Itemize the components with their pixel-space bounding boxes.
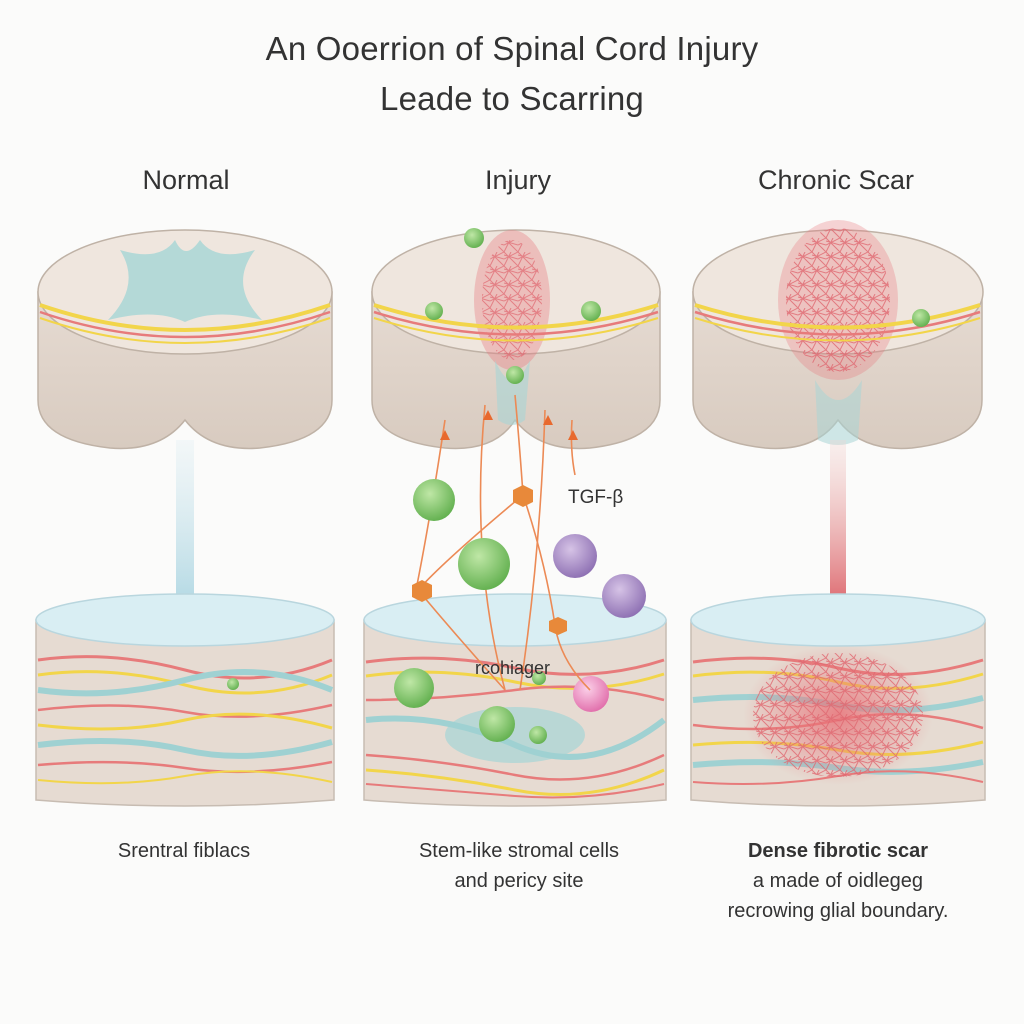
green-cell-icon bbox=[529, 726, 547, 744]
green-cell-icon bbox=[413, 479, 455, 521]
caption-scar-line-3: recrowing glial boundary. bbox=[727, 900, 949, 922]
green-cell-icon bbox=[581, 301, 601, 321]
diagram-title-line-2: Leade to Scarring bbox=[380, 80, 644, 117]
diagram-title-line-1: An Ooerrion of Spinal Cord Injury bbox=[265, 30, 759, 67]
panel-label-injury: Injury bbox=[484, 165, 552, 195]
chronic-scar-cord-section bbox=[692, 220, 984, 450]
purple-cell-icon bbox=[553, 534, 597, 578]
scar-beam bbox=[830, 440, 846, 615]
tgf-beta-label: TGF-β bbox=[568, 487, 624, 508]
injury-cord-section bbox=[371, 228, 661, 450]
panel-label-normal: Normal bbox=[142, 165, 230, 195]
pericyte-icon bbox=[513, 485, 533, 507]
caption-injury-line-2: and pericy site bbox=[454, 870, 584, 892]
green-cell-icon bbox=[912, 309, 930, 327]
caption-chronic-scar: Dense fibrotic scar a made of oidlegeg r… bbox=[678, 836, 998, 926]
normal-beam bbox=[176, 440, 194, 610]
caption-normal-line-1: Srentral fiblacs bbox=[117, 840, 251, 862]
pericyte-icon bbox=[412, 580, 432, 602]
green-cell-icon bbox=[479, 706, 515, 742]
pericyte-icon bbox=[549, 617, 567, 635]
caption-injury-line-1: Stem-like stromal cells bbox=[418, 840, 620, 862]
caption-scar-line-1: Dense fibrotic scar bbox=[747, 840, 929, 862]
normal-tissue-slab bbox=[35, 593, 335, 807]
caption-normal: Srentral fiblacs bbox=[24, 836, 344, 866]
green-cell-icon bbox=[227, 678, 239, 690]
green-cell-icon bbox=[532, 671, 546, 685]
panel-label-chronic-scar: Chronic Scar bbox=[757, 165, 915, 195]
caption-injury: Stem-like stromal cells and pericy site bbox=[359, 836, 679, 896]
caption-scar-line-2: a made of oidlegeg bbox=[752, 870, 924, 892]
purple-cell-icon bbox=[602, 574, 646, 618]
green-cell-icon bbox=[425, 302, 443, 320]
arrowheads bbox=[440, 410, 578, 440]
macrophage-label: rcohiager bbox=[475, 658, 551, 678]
injury-tissue-slab bbox=[363, 593, 667, 807]
pink-cell-icon bbox=[573, 676, 609, 712]
normal-cord-section bbox=[37, 229, 333, 450]
green-cell-icon bbox=[464, 228, 484, 248]
green-cell-icon bbox=[394, 668, 434, 708]
green-cell-icon bbox=[458, 538, 510, 590]
chronic-scar-tissue-slab bbox=[690, 593, 986, 807]
green-cell-icon bbox=[506, 366, 524, 384]
